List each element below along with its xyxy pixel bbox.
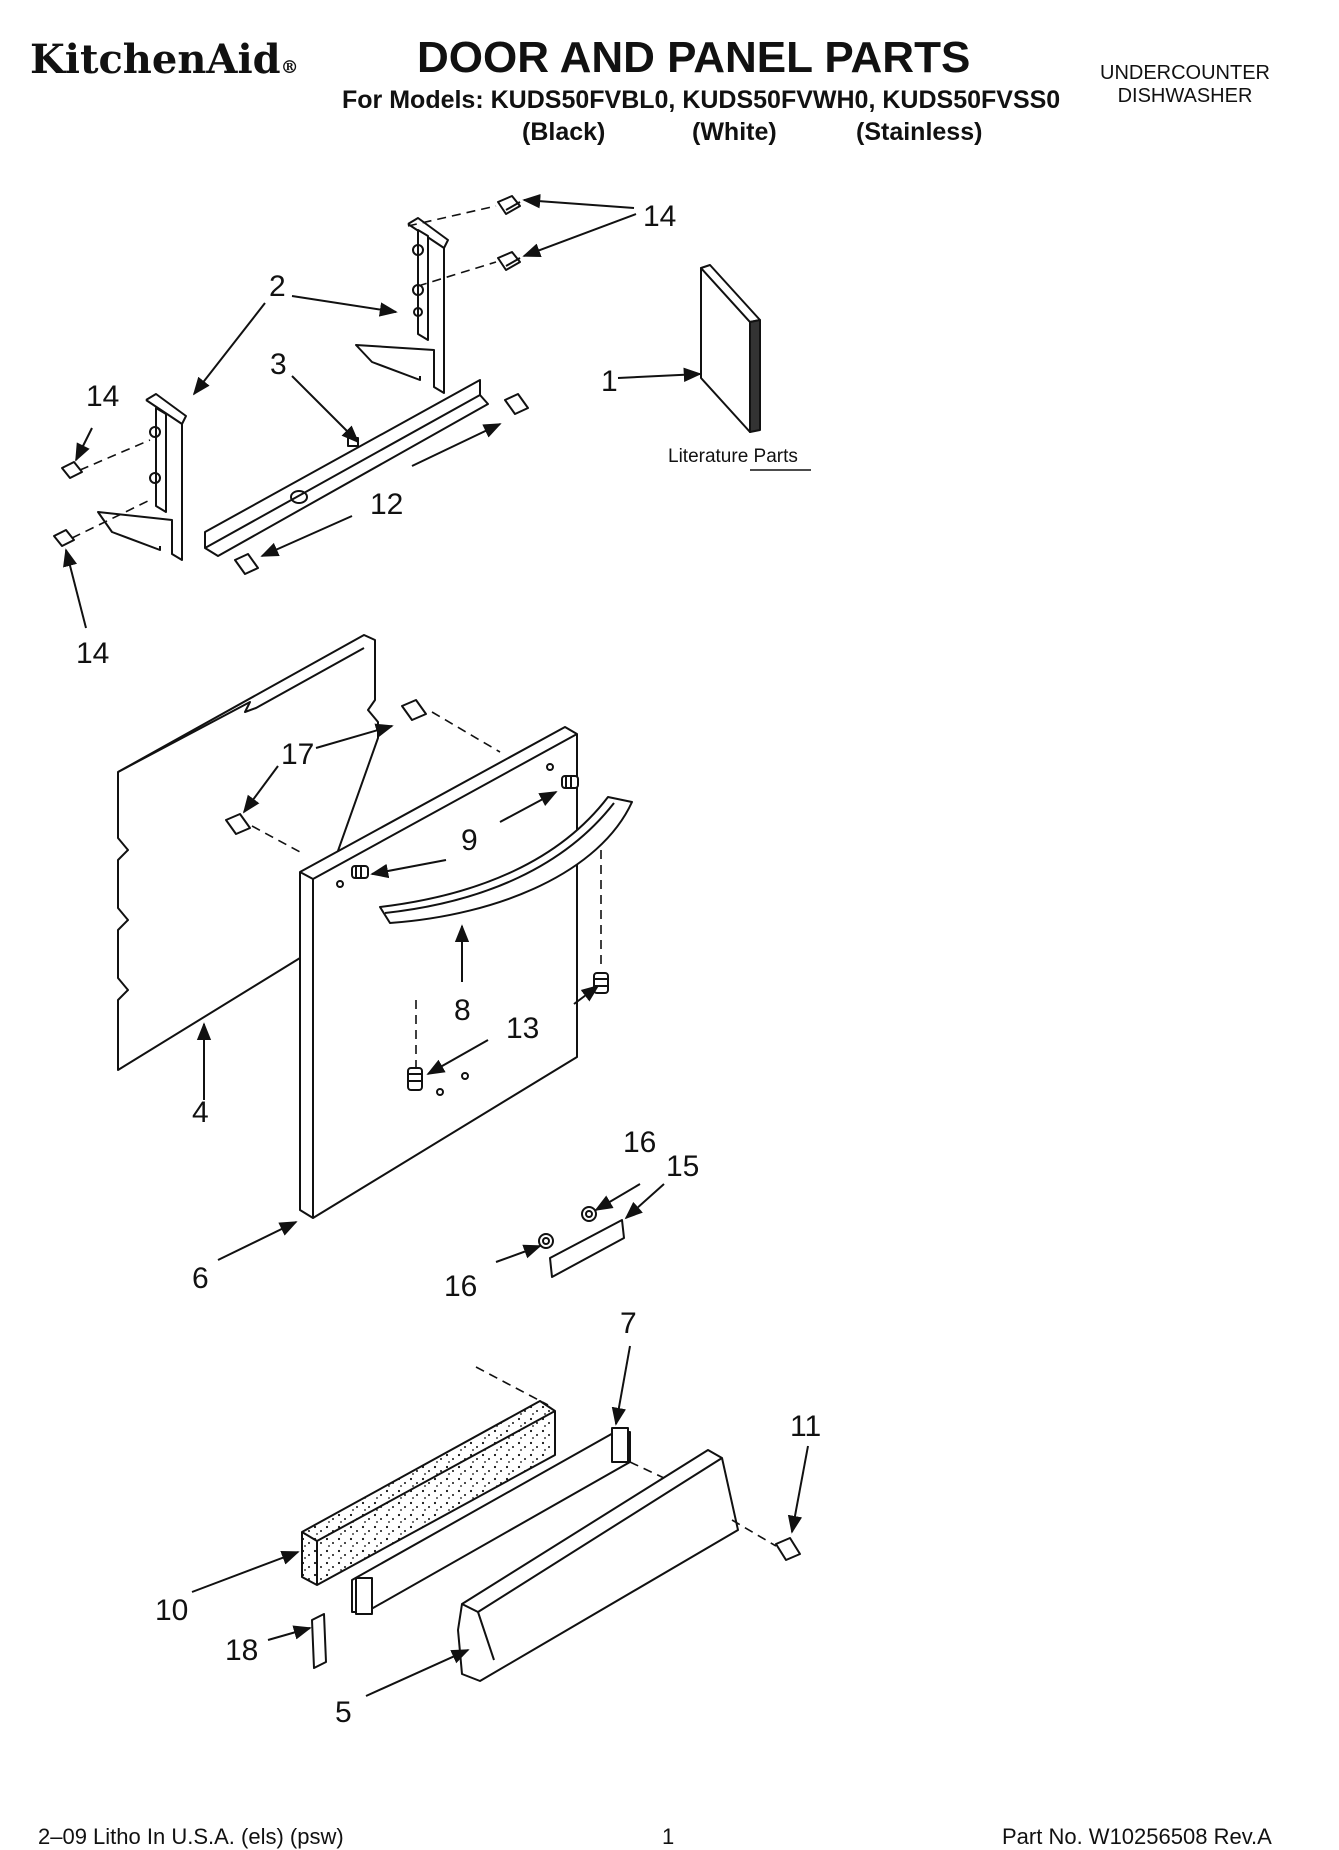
- hinge-bracket-left: [97, 393, 187, 561]
- callout-17: 17: [281, 738, 314, 771]
- callout-3: 3: [270, 348, 287, 381]
- screw-11: [775, 1537, 801, 1561]
- callout-18: 18: [225, 1634, 258, 1667]
- literature-parts-label: Literature Parts: [668, 446, 798, 467]
- toe-panel-clip: [311, 1613, 327, 1669]
- screw-17-lower: [225, 813, 251, 835]
- toe-panel-bracket: [351, 1427, 631, 1615]
- callout-8: 8: [454, 994, 471, 1027]
- callout-13: 13: [506, 1012, 539, 1045]
- badge-nut-upper: [581, 1206, 597, 1222]
- callout-14-left: 14: [86, 380, 119, 413]
- handle-stud-lower: [351, 865, 369, 879]
- door-handle: [379, 796, 633, 924]
- callout-14-top: 14: [643, 200, 676, 233]
- inner-door-panel: [117, 634, 379, 1071]
- models-line: For Models: KUDS50FVBL0, KUDS50FVWH0, KU…: [342, 86, 1061, 114]
- variant-black: (Black): [522, 118, 606, 146]
- screw-12-right: [504, 393, 529, 415]
- brand-registered-mark: ®: [280, 57, 299, 78]
- footer-print-info: 2–09 Litho In U.S.A. (els) (psw): [38, 1824, 344, 1849]
- page-title: DOOR AND PANEL PARTS: [417, 33, 971, 82]
- assembly-lines: [71, 205, 777, 1547]
- hinge-bracket-right: [355, 217, 449, 394]
- screw-14-mid: [497, 251, 521, 271]
- callout-12: 12: [370, 488, 403, 521]
- screw-17-upper: [401, 699, 427, 721]
- panel-mounting-rail: [204, 379, 489, 557]
- callout-14-bottom: 14: [76, 637, 109, 670]
- callout-10: 10: [155, 1594, 188, 1627]
- callout-5: 5: [335, 1696, 352, 1729]
- toe-panel: [457, 1449, 739, 1682]
- callout-6: 6: [192, 1262, 209, 1295]
- appliance-type-line1: UNDERCOUNTER: [1100, 62, 1270, 84]
- appliance-type: UNDERCOUNTER DISHWASHER: [1100, 62, 1270, 108]
- screw-12-left: [234, 553, 259, 575]
- callout-16-upper: 16: [623, 1126, 656, 1159]
- callout-4: 4: [192, 1096, 209, 1129]
- callout-15: 15: [666, 1150, 699, 1183]
- screw-14-top: [497, 195, 521, 215]
- appliance-type-line2: DISHWASHER: [1117, 85, 1253, 107]
- foam-insulation-block: [301, 1400, 556, 1586]
- callout-9: 9: [461, 824, 478, 857]
- footer-page-number: 1: [662, 1824, 675, 1849]
- callout-16-lower: 16: [444, 1270, 477, 1303]
- brand-name: KitchenAid: [30, 36, 281, 83]
- callout-1: 1: [601, 365, 618, 398]
- callout-11: 11: [790, 1410, 821, 1443]
- nameplate-badge: [549, 1219, 625, 1278]
- callout-labels: 1 2 3 4 5 6 7 8 9 10 11 12 13 14 14 14 1…: [76, 200, 821, 1729]
- badge-nut-lower: [538, 1233, 554, 1249]
- literature-booklet: [700, 264, 761, 433]
- callout-7: 7: [620, 1307, 637, 1340]
- variant-white: (White): [692, 118, 777, 146]
- screw-14-left-lower: [53, 529, 75, 547]
- callout-2: 2: [269, 270, 286, 303]
- variant-stainless: (Stainless): [856, 118, 983, 146]
- screw-14-left-upper: [61, 461, 83, 479]
- outer-door-panel: [299, 726, 578, 1219]
- handle-spacer-right: [593, 972, 609, 994]
- handle-spacer-left: [407, 1067, 423, 1091]
- callout-arrows: [63, 193, 809, 1697]
- handle-stud-upper: [561, 775, 579, 789]
- brand-logo: KitchenAid®: [30, 36, 299, 83]
- footer-part-number: Part No. W10256508 Rev.A: [1002, 1824, 1272, 1849]
